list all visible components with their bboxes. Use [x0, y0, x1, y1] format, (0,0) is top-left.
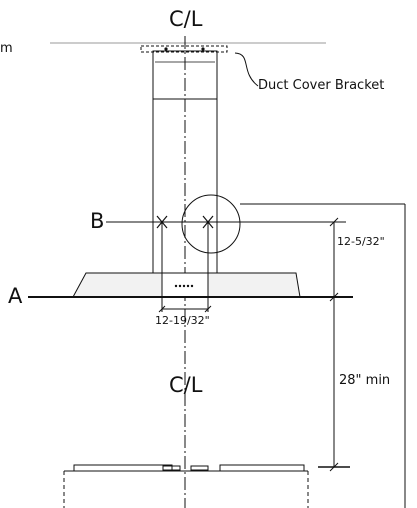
bracket-leader: [234, 52, 259, 87]
bracket-screw-right: [201, 47, 205, 51]
point-a-label: A: [8, 284, 23, 308]
control-dots: [174, 284, 194, 288]
cooktop: [63, 464, 309, 508]
ceiling-fragment-label: m: [0, 41, 13, 56]
detail-circle: [181, 194, 241, 254]
bracket-screw-left: [164, 47, 168, 51]
point-b-label: B: [90, 209, 105, 233]
horizontal-dim-label: 12-19/32": [155, 314, 210, 327]
min-height-dim-label: 28" min: [339, 373, 391, 388]
cl-mid-label: C/L: [169, 373, 203, 397]
duct-cover-bracket-label: Duct Cover Bracket: [258, 78, 385, 93]
duct-cover-bracket: [140, 45, 228, 53]
min-height-dim-ticks: [329, 462, 339, 472]
vertical-dim-label: 12-5/32": [337, 235, 385, 248]
control-panel: [161, 272, 209, 298]
cl-top-label: C/L: [169, 7, 203, 31]
width-dim-ticks: [158, 305, 212, 313]
